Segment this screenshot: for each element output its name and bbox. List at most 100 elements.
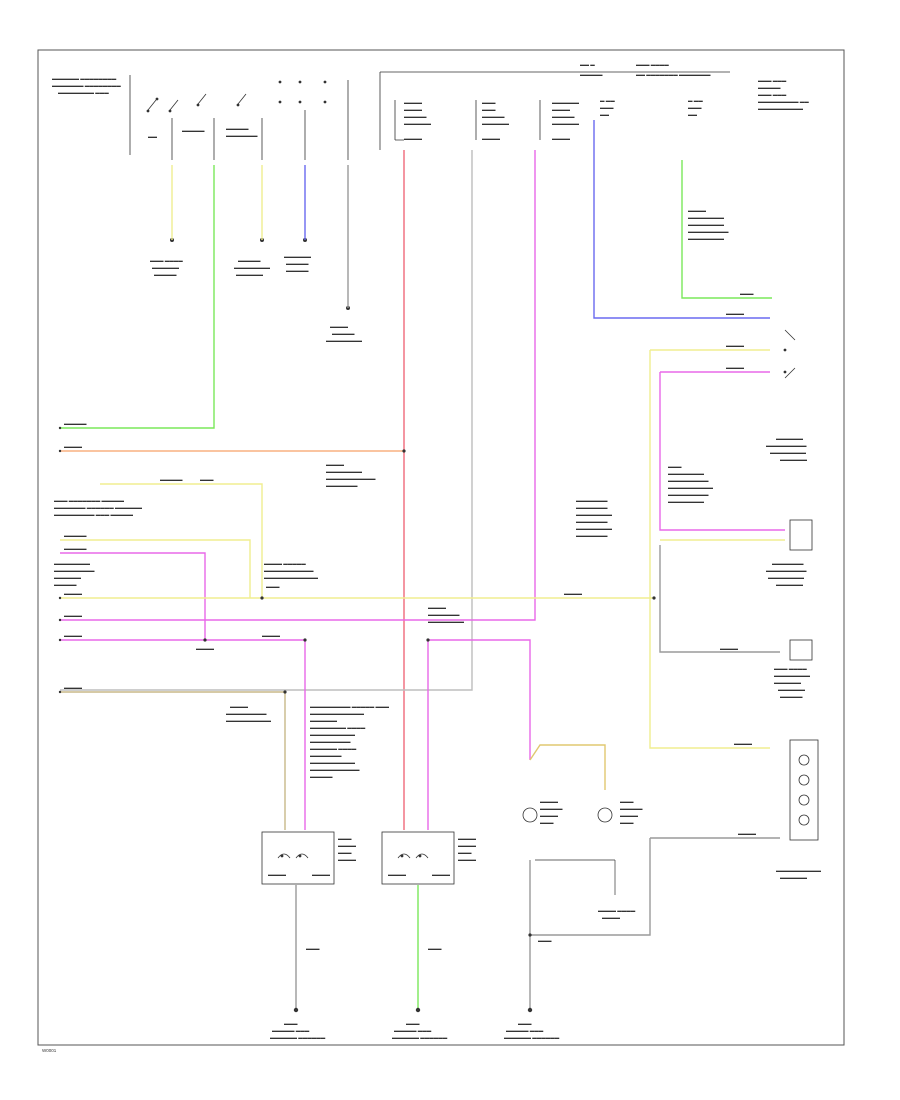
- svg-text:▬▬▬: ▬▬▬: [518, 1021, 532, 1026]
- svg-text:▬▬▬▬▬▬▬▬▬▬▬▬: ▬▬▬▬▬▬▬▬▬▬▬▬: [310, 711, 365, 716]
- svg-text:▬▬▬▬▬▬▬▬: ▬▬▬▬▬▬▬▬: [234, 265, 271, 270]
- svg-text:▬▬▬▬: ▬▬▬▬: [262, 633, 281, 638]
- svg-text:▬▬▬▬▬▬▬▬▬: ▬▬▬▬▬▬▬▬▬: [668, 492, 709, 497]
- svg-text:▬▬▬▬: ▬▬▬▬: [726, 365, 745, 370]
- wire-pink-1: [60, 150, 536, 621]
- svg-text:▬▬: ▬▬: [600, 112, 610, 117]
- svg-text:▬▬▬▬: ▬▬▬▬: [458, 857, 477, 862]
- svg-text:▬▬▬▬▬: ▬▬▬▬▬: [64, 421, 87, 426]
- svg-text:▬▬▬: ▬▬▬: [740, 291, 754, 296]
- svg-text:▬▬▬▬▬▬: ▬▬▬▬▬▬: [776, 436, 804, 441]
- svg-text:▬▬▬▬▬▬: ▬▬▬▬▬▬: [404, 121, 432, 126]
- connector-icon: [783, 329, 819, 841]
- wire-yellow-4: [60, 539, 251, 598]
- svg-text:▬▬▬▬: ▬▬▬▬: [338, 843, 357, 848]
- svg-text:▬▬▬▬▬▬▬▬: ▬▬▬▬▬▬▬▬: [774, 673, 811, 678]
- svg-text:▬▬▬▬▬▬▬▬ ▬▬▬▬: ▬▬▬▬▬▬▬▬ ▬▬▬▬: [310, 725, 366, 730]
- svg-text:▬▬▬▬▬▬▬: ▬▬▬▬▬▬▬: [576, 519, 608, 524]
- wire-pink-2: [60, 552, 206, 640]
- svg-text:▬▬▬▬: ▬▬▬▬: [64, 633, 83, 638]
- svg-text:▬▬▬▬▬▬: ▬▬▬▬▬▬: [780, 875, 808, 880]
- svg-text:▬▬▬▬ ▬▬▬▬▬: ▬▬▬▬ ▬▬▬▬▬: [264, 561, 306, 566]
- svg-text:▬▬▬▬: ▬▬▬▬: [552, 136, 571, 141]
- svg-text:▬▬: ▬▬: [148, 134, 158, 139]
- svg-text:▬▬▬▬▬▬▬▬▬▬: ▬▬▬▬▬▬▬▬▬▬: [310, 732, 356, 737]
- svg-text:▬ ▬▬: ▬ ▬▬: [600, 98, 615, 103]
- svg-text:▬▬▬▬▬▬▬▬: ▬▬▬▬▬▬▬▬: [326, 469, 363, 474]
- svg-text:▬▬▬▬▬▬▬▬▬▬▬: ▬▬▬▬▬▬▬▬▬▬▬: [264, 568, 314, 573]
- svg-text:▬▬▬ ▬▬▬▬: ▬▬▬ ▬▬▬▬: [636, 62, 669, 67]
- lamp-icon: ▬▬▬▬ ▬▬▬▬▬ ▬▬▬▬ ▬▬▬ ▬▬▬ ▬▬▬▬▬ ▬▬▬▬ ▬▬▬ ▬…: [522, 799, 643, 920]
- relay-icon: ▬▬▬▬ ▬▬▬▬ ▬▬▬▬▬ ▬▬▬▬▬▬ ▬▬▬▬ ▬▬▬ ▬▬▬ ▬▬▬▬…: [394, 78, 809, 141]
- svg-text:▬▬▬ ▬▬▬▬: ▬▬▬ ▬▬▬▬: [150, 258, 183, 263]
- svg-text:▬▬▬▬: ▬▬▬▬: [404, 100, 423, 105]
- svg-text:▬▬▬▬▬: ▬▬▬▬▬: [286, 268, 309, 273]
- svg-text:▬▬▬▬▬▬▬▬▬: ▬▬▬▬▬▬▬▬▬: [766, 568, 807, 573]
- svg-text:▬▬: ▬▬: [688, 112, 698, 117]
- svg-text:▬▬▬▬▬▬: ▬▬▬▬▬▬: [482, 121, 510, 126]
- svg-text:▬▬▬▬: ▬▬▬▬: [404, 136, 423, 141]
- svg-text:▬▬▬▬▬▬▬▬▬ ▬▬: ▬▬▬▬▬▬▬▬▬ ▬▬: [758, 99, 809, 104]
- svg-text:▬▬▬▬: ▬▬▬▬: [64, 444, 83, 449]
- svg-text:▬▬▬▬▬: ▬▬▬▬▬: [580, 72, 603, 77]
- svg-text:▬▬ ▬▬▬▬▬▬▬ ▬▬▬▬▬▬▬: ▬▬ ▬▬▬▬▬▬▬ ▬▬▬▬▬▬▬: [636, 72, 711, 77]
- svg-text:▬▬▬▬: ▬▬▬▬: [338, 857, 357, 862]
- svg-text:▬▬▬▬▬: ▬▬▬▬▬: [64, 546, 87, 551]
- svg-text:▬▬▬▬▬▬▬▬▬: ▬▬▬▬▬▬▬▬▬: [226, 711, 267, 716]
- wire-yellow-3: [100, 483, 263, 598]
- svg-text:▬▬▬▬▬▬▬: ▬▬▬▬▬▬▬: [310, 753, 342, 758]
- svg-text:▬▬▬▬: ▬▬▬▬: [330, 324, 349, 329]
- svg-text:▬▬▬▬▬▬ ▬▬▬▬▬▬▬▬: ▬▬▬▬▬▬ ▬▬▬▬▬▬▬▬: [52, 76, 117, 81]
- svg-text:▬▬▬▬▬▬: ▬▬▬▬▬▬: [54, 575, 82, 580]
- svg-text:▬▬▬▬▬: ▬▬▬▬▬: [64, 533, 87, 538]
- svg-text:▬▬▬▬▬▬▬▬▬: ▬▬▬▬▬▬▬▬▬: [766, 443, 807, 448]
- wire-green-2: [681, 160, 772, 299]
- svg-text:▬▬▬▬: ▬▬▬▬: [428, 605, 447, 610]
- svg-text:▬▬▬: ▬▬▬: [338, 836, 352, 841]
- svg-text:▬▬▬▬▬▬: ▬▬▬▬▬▬: [776, 582, 804, 587]
- left-side-labels: ▬▬▬ ▬▬▬▬▬▬▬ ▬▬▬▬▬ ▬▬▬▬▬▬▬ ▬▬▬▬▬▬ ▬▬▬▬▬▬ …: [54, 462, 465, 779]
- top-ground-labels: ▬▬▬ ▬▬▬▬ ▬▬▬▬▬▬ ▬▬▬▬▬ ▬▬▬▬▬ ▬▬▬▬▬▬▬▬ ▬▬▬…: [150, 238, 363, 343]
- svg-text:▬▬▬▬▬▬▬▬▬▬: ▬▬▬▬▬▬▬▬▬▬: [310, 760, 356, 765]
- svg-text:▬▬▬: ▬▬▬: [620, 799, 634, 804]
- svg-text:▬▬▬▬▬▬ ▬▬▬▬▬▬: ▬▬▬▬▬▬ ▬▬▬▬▬▬: [392, 1035, 448, 1040]
- svg-text:▬▬▬▬: ▬▬▬▬: [602, 915, 621, 920]
- svg-text:▬▬▬▬▬▬▬: ▬▬▬▬▬▬▬: [772, 561, 804, 566]
- svg-text:▬▬▬▬: ▬▬▬▬: [432, 872, 451, 877]
- svg-text:▬▬▬▬▬▬▬: ▬▬▬▬▬▬▬: [576, 533, 608, 538]
- svg-text:▬▬▬▬▬▬▬▬▬▬: ▬▬▬▬▬▬▬▬▬▬: [776, 868, 822, 873]
- svg-text:▬▬▬ ▬▬▬: ▬▬▬ ▬▬▬: [758, 92, 787, 97]
- svg-text:▬▬▬▬▬▬▬▬: ▬▬▬▬▬▬▬▬: [770, 450, 807, 455]
- svg-text:▬▬▬: ▬▬▬: [284, 1021, 298, 1026]
- svg-text:▬▬▬▬▬▬▬▬: ▬▬▬▬▬▬▬▬: [576, 526, 613, 531]
- wire-gray-4: [530, 837, 780, 936]
- svg-text:▬▬▬: ▬▬▬: [406, 1021, 420, 1026]
- svg-text:▬▬▬▬: ▬▬▬▬: [458, 843, 477, 848]
- svg-text:▬▬▬▬▬▬▬▬: ▬▬▬▬▬▬▬▬: [688, 222, 725, 227]
- svg-text:▬▬▬▬: ▬▬▬▬: [64, 613, 83, 618]
- wire-green-1: [60, 165, 215, 429]
- svg-text:▬▬▬▬: ▬▬▬▬: [540, 813, 559, 818]
- svg-text:▬▬▬▬: ▬▬▬▬: [564, 591, 583, 596]
- svg-text:▬▬▬▬: ▬▬▬▬: [688, 208, 707, 213]
- svg-text:▬▬▬ ▬▬▬▬▬▬▬ ▬▬▬▬▬: ▬▬▬ ▬▬▬▬▬▬▬ ▬▬▬▬▬: [54, 498, 125, 503]
- svg-text:▬▬▬▬▬▬ ▬▬▬▬▬▬: ▬▬▬▬▬▬ ▬▬▬▬▬▬: [504, 1035, 560, 1040]
- svg-text:▬▬▬: ▬▬▬: [482, 100, 496, 105]
- svg-text:▬▬▬▬: ▬▬▬▬: [64, 685, 83, 690]
- wire-gray-2: [60, 150, 473, 691]
- wire-pink-6: [659, 371, 785, 531]
- svg-text:▬▬ ▬: ▬▬ ▬: [580, 62, 595, 67]
- wire-tags: ▬▬▬▬▬ ▬▬▬▬ ▬▬▬▬▬ ▬▬▬ ▬▬▬▬▬ ▬▬▬▬▬ ▬▬▬▬ ▬▬…: [64, 291, 757, 836]
- svg-text:▬▬▬▬▬: ▬▬▬▬▬: [552, 114, 575, 119]
- svg-text:▬▬▬: ▬▬▬: [688, 105, 702, 110]
- svg-text:▬▬▬▬▬: ▬▬▬▬▬: [54, 582, 77, 587]
- svg-text:▬▬▬▬▬▬▬: ▬▬▬▬▬▬▬: [226, 133, 258, 138]
- wire-pink-4: [428, 639, 531, 760]
- svg-text:▬▬▬: ▬▬▬: [428, 946, 442, 951]
- svg-text:▬▬▬▬▬▬▬▬▬▬▬: ▬▬▬▬▬▬▬▬▬▬▬: [326, 476, 376, 481]
- svg-text:▬▬▬▬▬▬▬▬▬▬: ▬▬▬▬▬▬▬▬▬▬: [226, 718, 272, 723]
- top-left-switch-group: ▬▬▬▬▬▬ ▬▬▬▬▬▬▬▬ ▬▬▬▬▬▬▬ ▬▬▬▬▬▬▬▬ ▬▬▬▬▬▬▬…: [52, 75, 349, 160]
- svg-text:▬▬▬▬▬▬ ▬▬▬▬▬▬: ▬▬▬▬▬▬ ▬▬▬▬▬▬: [270, 1035, 326, 1040]
- svg-text:▬▬▬▬: ▬▬▬▬: [388, 872, 407, 877]
- svg-text:▬▬▬▬▬: ▬▬▬▬▬: [182, 128, 205, 133]
